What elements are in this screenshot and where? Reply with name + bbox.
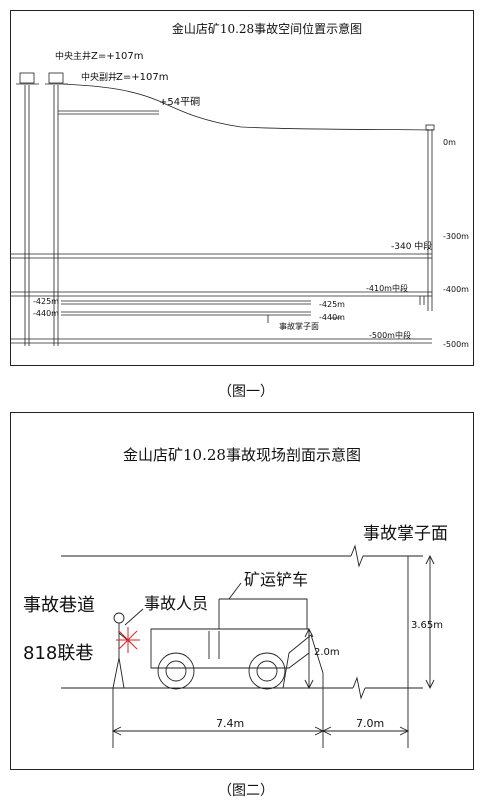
aux-shaft-label: 中央副井 (81, 71, 117, 83)
vehicle-label: 矿运铲车 (244, 570, 308, 589)
figure1-drawing: 金山店矿10.28事故空间位置示意图 中央主井 Z=+107m 中央副井 Z=+… (11, 21, 469, 349)
figure1-title: 金山店矿10.28事故空间位置示意图 (172, 21, 362, 36)
personnel-label: 事故人员 (144, 594, 208, 613)
level-410-label: -410m中段 (366, 283, 408, 293)
depth-300-label: -300m (443, 232, 469, 241)
surface-terrain (62, 83, 432, 131)
tunnel-label-line1: 事故巷道 (23, 595, 95, 616)
dim-right-label: 7.0m (356, 717, 384, 730)
level-440-mid-label: -440m (319, 313, 345, 322)
dim-left-label: 7.4m (216, 717, 244, 730)
level-500-label: -500m中段 (369, 330, 411, 340)
main-shaft-elevation: Z=+107m (91, 51, 143, 62)
accident-face-label: 事故掌子面 (363, 524, 448, 544)
level-340-label: -340 中段 (391, 240, 432, 252)
depth-500-label: -500m (443, 340, 469, 349)
tunnel-height-label: 3.65m (411, 620, 443, 631)
vehicle-height-label: 2.0m (314, 647, 340, 658)
adit-label: +54平硐 (159, 96, 200, 108)
vehicle-front-wheel (248, 652, 286, 690)
personnel-leader (124, 608, 144, 626)
zero-level-label: 0m (443, 138, 456, 147)
figure2-drawing: 金山店矿10.28事故现场剖面示意图 事故掌子面 事故人员 矿运铲车 事故巷道 … (23, 446, 448, 748)
figure1-caption: （图一） (218, 384, 274, 400)
vehicle-bucket (282, 634, 324, 689)
accident-face-label: 事故掌子面 (279, 321, 319, 331)
vehicle-body (150, 628, 310, 669)
aux-shaft-elevation: Z=+107m (116, 72, 168, 83)
figure2-title: 金山店矿10.28事故现场剖面示意图 (123, 446, 361, 464)
tunnel-label-line2: 818联巷 (23, 643, 93, 664)
roof-break-mark (350, 544, 364, 568)
figure2-panel: 金山店矿10.28事故现场剖面示意图 事故掌子面 事故人员 矿运铲车 事故巷道 … (10, 412, 474, 770)
level-440-left-label: -440m (33, 309, 59, 318)
figure2-caption: （图二） (218, 783, 274, 799)
vehicle-cab (218, 598, 308, 629)
aux-headframe (48, 72, 64, 84)
level-425-left-label: -425m (33, 297, 59, 306)
injury-mark (116, 627, 140, 653)
level-425-mid-label: -425m (319, 300, 345, 309)
figure1-panel: 金山店矿10.28事故空间位置示意图 中央主井 Z=+107m 中央副井 Z=+… (10, 10, 474, 366)
main-shaft-label: 中央主井 (55, 50, 91, 62)
floor-break-mark (352, 676, 366, 700)
person-head (113, 612, 125, 624)
vehicle-rear-wheel (157, 652, 195, 690)
main-headframe (19, 72, 35, 84)
depth-400-label: -400m (443, 285, 469, 294)
vehicle-leader (228, 582, 242, 600)
